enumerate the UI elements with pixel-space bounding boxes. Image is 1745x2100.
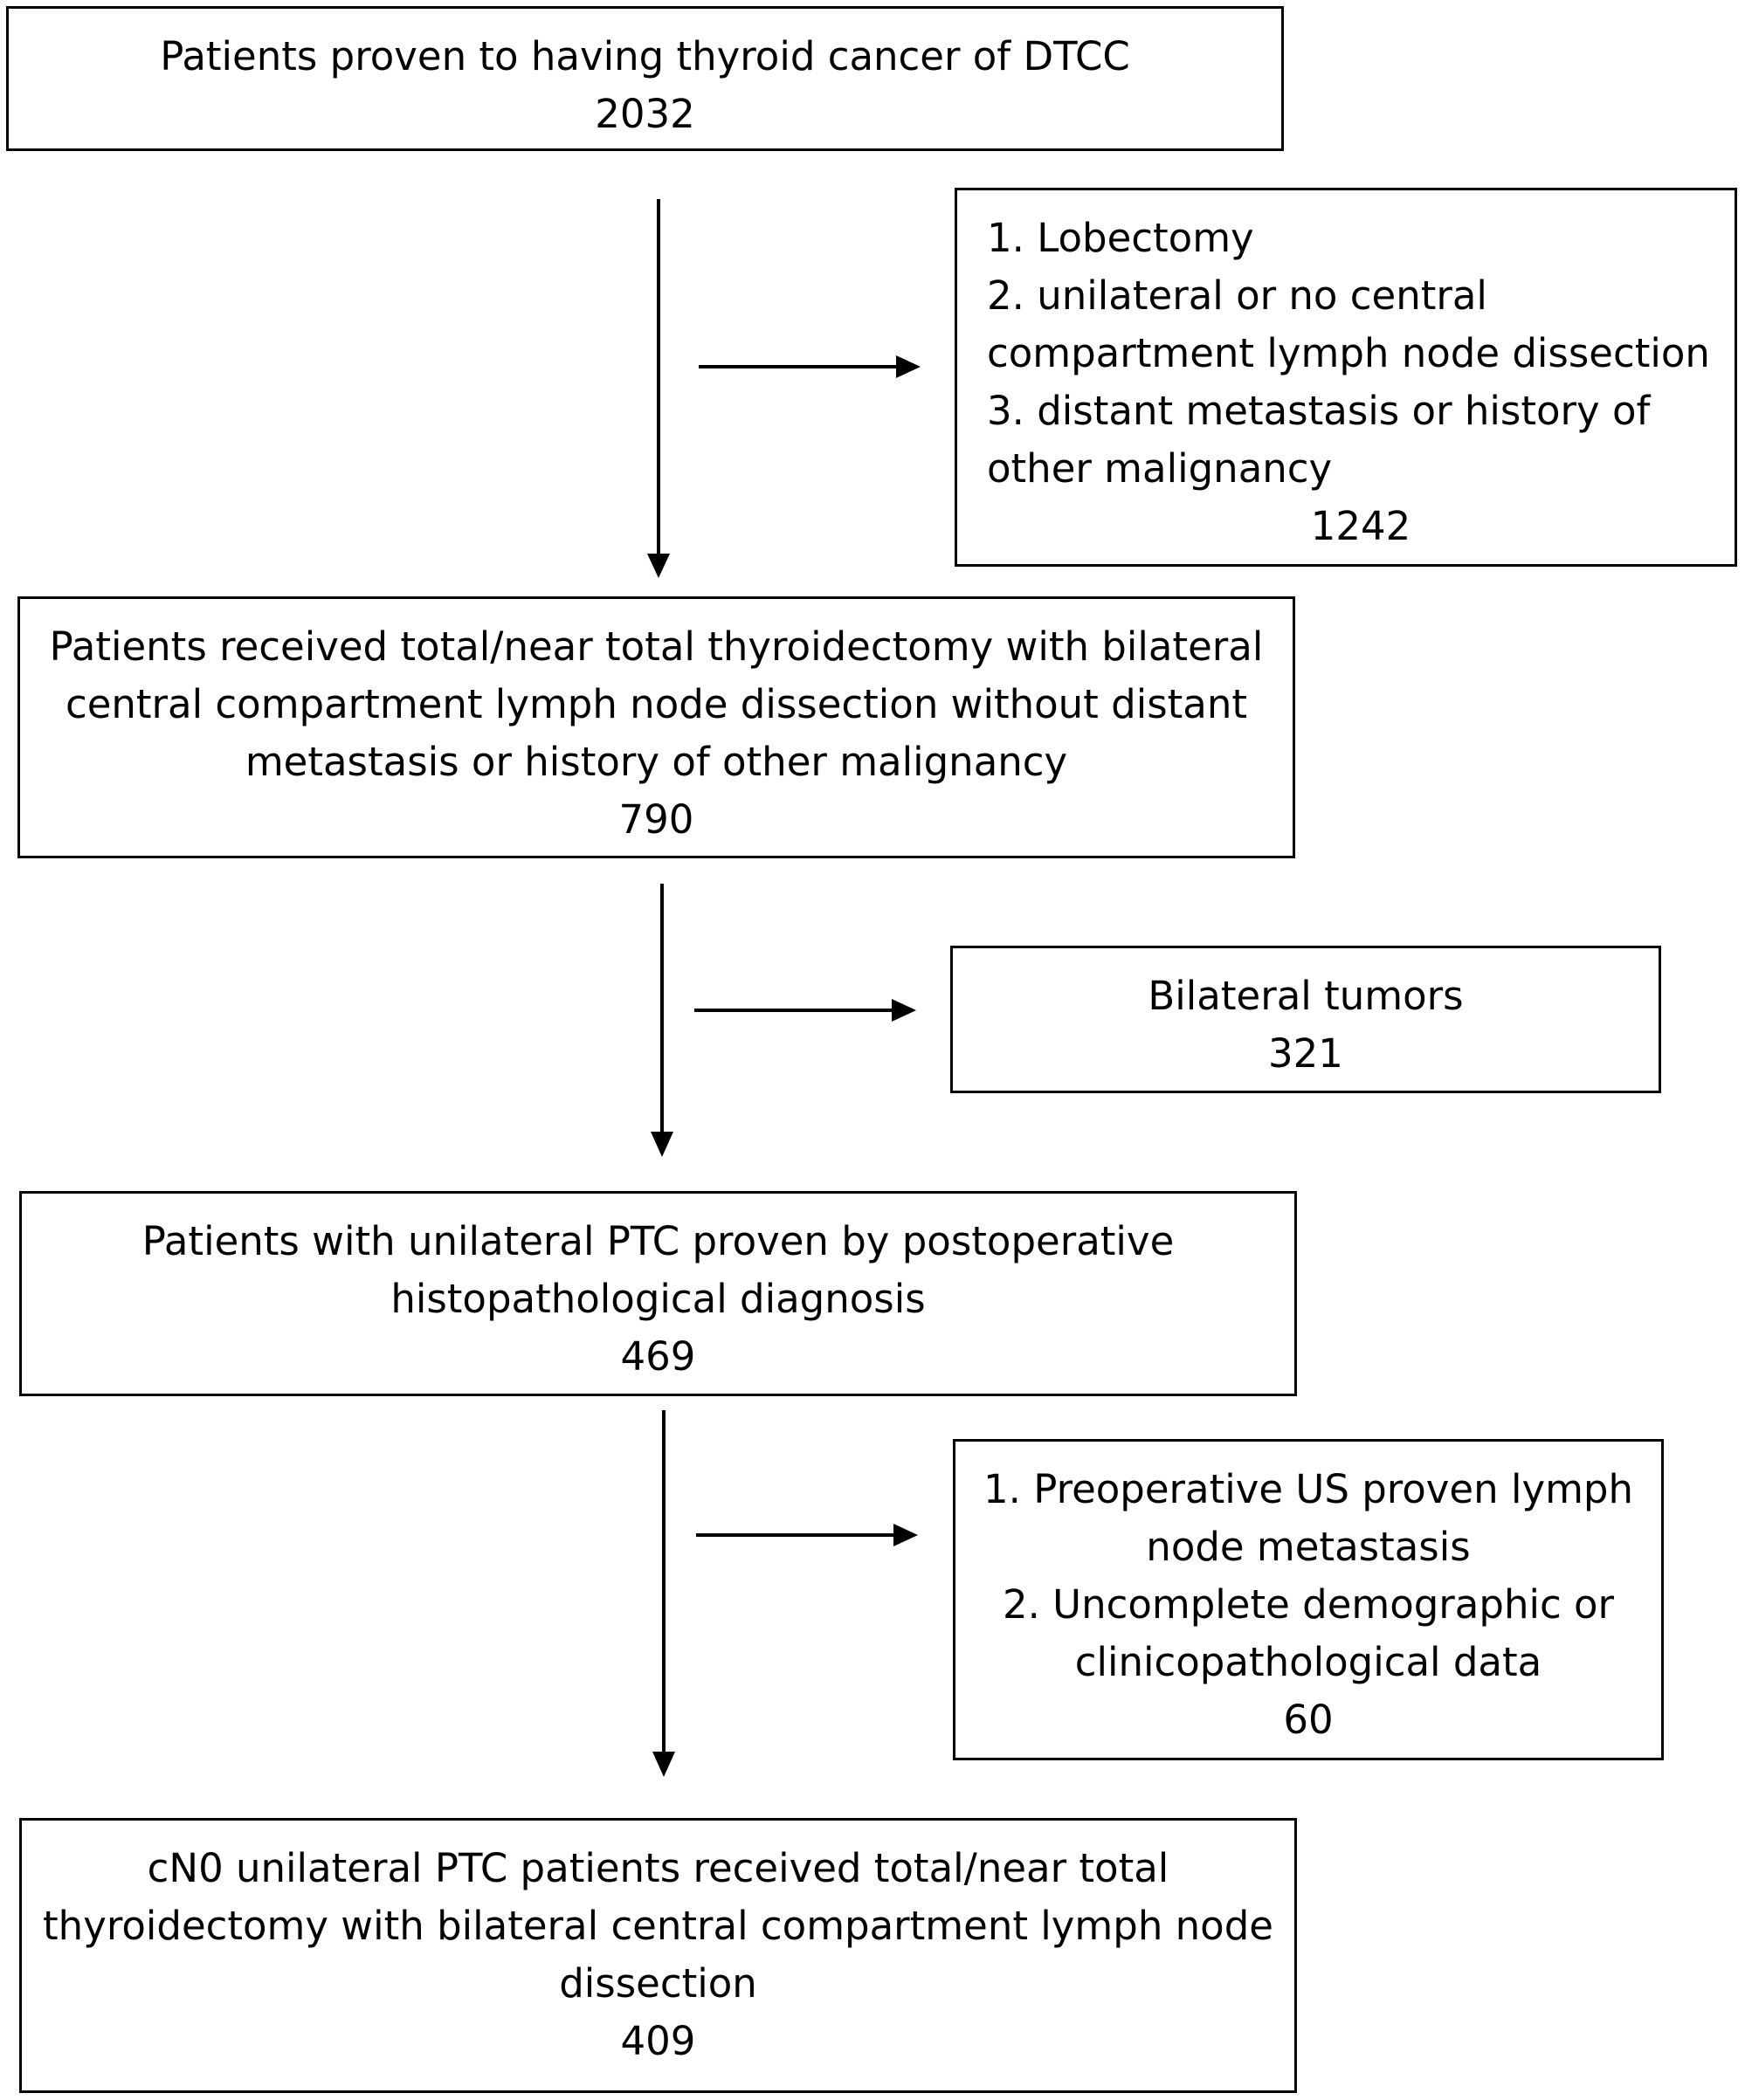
exclusion-1-line: 3. distant metastasis or history of xyxy=(987,388,1651,434)
step-2-count: 790 xyxy=(618,796,694,843)
step-2-line: central compartment lymph node dissectio… xyxy=(65,681,1248,727)
exclusion-3-line: 1. Preoperative US proven lymph xyxy=(983,1466,1634,1512)
exclusion-3-line: node metastasis xyxy=(1146,1524,1471,1570)
exclusion-3-line: clinicopathological data xyxy=(1074,1639,1542,1685)
exclusion-2-line: Bilateral tumors xyxy=(1148,973,1464,1019)
step-3-line: Patients with unilateral PTC proven by p… xyxy=(141,1218,1175,1264)
box-step-2: Patients received total/near total thyro… xyxy=(17,596,1295,858)
final-line: dissection xyxy=(559,1960,757,2007)
box-total-count: 2032 xyxy=(595,91,695,137)
exclusion-1-line: 1. Lobectomy xyxy=(987,215,1254,261)
box-total-text: Patients proven to having thyroid cancer… xyxy=(160,33,1130,79)
right-arrowhead-3 xyxy=(893,1524,918,1546)
exclusion-1-line: 2. unilateral or no central xyxy=(987,272,1487,319)
exclusion-3-line: 2. Uncomplete demographic or xyxy=(1002,1581,1615,1628)
final-line: cN0 unilateral PTC patients received tot… xyxy=(147,1845,1169,1891)
right-arrowhead-1 xyxy=(896,355,921,378)
exclusion-2-count: 321 xyxy=(1268,1030,1343,1077)
box-exclusion-3: 1. Preoperative US proven lymph node met… xyxy=(953,1439,1664,1760)
box-exclusion-1: 1. Lobectomy 2. unilateral or no central… xyxy=(955,188,1737,567)
box-total-patients: Patients proven to having thyroid cancer… xyxy=(6,6,1284,151)
step-2-line: Patients received total/near total thyro… xyxy=(49,623,1264,670)
right-arrowhead-2 xyxy=(892,999,916,1022)
down-arrowhead-2 xyxy=(651,1132,673,1157)
down-arrowhead-1 xyxy=(647,554,670,578)
exclusion-1-count: 1242 xyxy=(1310,503,1411,549)
final-line: thyroidectomy with bilateral central com… xyxy=(43,1903,1273,1949)
box-step-3: Patients with unilateral PTC proven by p… xyxy=(19,1191,1297,1396)
step-3-line: histopathological diagnosis xyxy=(390,1276,926,1322)
exclusion-1-line: compartment lymph node dissection xyxy=(987,330,1710,376)
box-exclusion-2: Bilateral tumors 321 xyxy=(950,946,1661,1093)
down-arrowhead-3 xyxy=(652,1752,675,1777)
step-3-count: 469 xyxy=(620,1333,696,1380)
box-final-cohort: cN0 unilateral PTC patients received tot… xyxy=(19,1818,1297,2093)
exclusion-3-count: 60 xyxy=(1283,1697,1334,1743)
final-count: 409 xyxy=(620,2018,696,2064)
step-2-line: metastasis or history of other malignanc… xyxy=(245,739,1068,785)
exclusion-1-line: other malignancy xyxy=(987,445,1333,492)
